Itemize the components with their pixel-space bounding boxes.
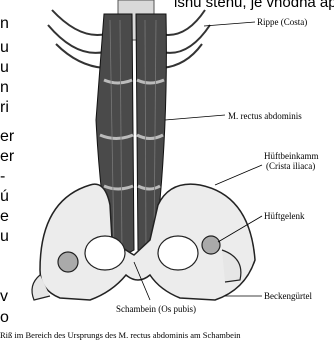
label-huftgelenk: Hüftgelenk — [264, 211, 305, 221]
label-rippe: Rippe (Costa) — [257, 17, 307, 27]
hip-joint-left — [58, 252, 78, 272]
label-huftbeinkamm: Hüftbeinkamm — [264, 151, 319, 161]
figure-caption: Riß im Bereich des Ursprungs des M. rect… — [0, 330, 334, 340]
label-rectus: M. rectus abdominis — [228, 111, 302, 121]
label-beckenguertel: Beckengürtel — [264, 291, 312, 301]
label-schambein: Schambein (Os pubis) — [116, 304, 196, 314]
label-crista: (Crista iliaca) — [266, 161, 315, 171]
obturator-foramen-left — [85, 236, 125, 270]
hip-joint-right — [202, 236, 220, 254]
obturator-foramen-right — [158, 236, 198, 270]
